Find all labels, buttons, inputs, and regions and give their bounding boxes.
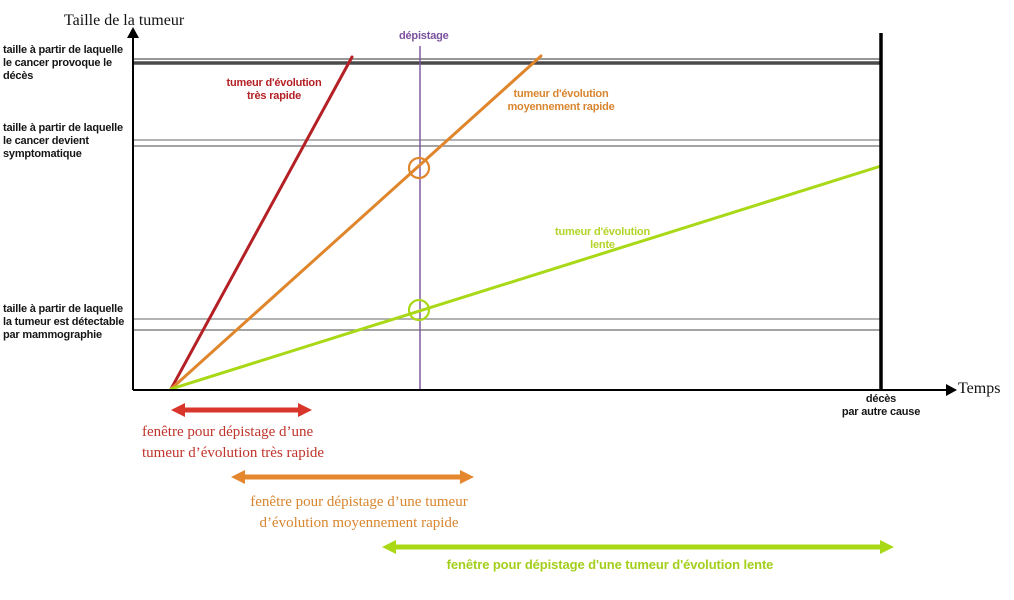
window-label-lente: fenêtre pour dépistage d'une tumeur d'év… <box>420 557 800 573</box>
window-label-line: d’évolution moyennement rapide <box>259 515 459 531</box>
threshold-label-line: par mammographie <box>3 329 102 341</box>
screening-intersection-0 <box>407 156 431 180</box>
window-arrowhead-left-0 <box>171 403 185 417</box>
threshold-label-death: taille à partir de laquelle le cancer pr… <box>3 44 135 83</box>
threshold-label-line: taille à partir de laquelle <box>3 44 123 56</box>
window-arrowhead-right-1 <box>460 470 474 484</box>
threshold-label-line: taille à partir de laquelle <box>3 122 123 134</box>
threshold-label-line: décès <box>3 70 34 82</box>
series-label-line: tumeur d'évolution <box>226 77 322 89</box>
series-label-moyennement-rapide: tumeur d'évolution moyennement rapide <box>502 88 620 114</box>
x-axis-arrowhead <box>946 384 957 396</box>
window-arrowhead-right-0 <box>298 403 312 417</box>
threshold-label-line: le cancer provoque le <box>3 57 112 69</box>
series-line-1 <box>169 54 543 391</box>
window-arrowhead-right-2 <box>880 540 894 554</box>
window-label-line: tumeur d’évolution très rapide <box>142 445 325 461</box>
window-label-line: fenêtre pour dépistage d’une tumeur <box>250 494 468 510</box>
series-label-line: lente <box>590 239 615 251</box>
series-label-lente: tumeur d'évolution lente <box>550 226 655 252</box>
death-other-cause-line: décès <box>865 393 897 405</box>
screening-label: dépistage <box>399 30 449 42</box>
window-label-moyennement-rapide: fenêtre pour dépistage d’une tumeur d’év… <box>234 492 484 534</box>
series-label-line: tumeur d'évolution <box>555 226 650 238</box>
death-other-cause-line: par autre cause <box>841 406 921 418</box>
series-line-0 <box>169 55 354 391</box>
y-axis-arrowhead <box>127 27 139 38</box>
series-label-line: moyennement rapide <box>507 101 615 113</box>
screening-intersection-1 <box>407 298 431 322</box>
threshold-label-line: symptomatique <box>3 148 82 160</box>
window-label-line: fenêtre pour dépistage d'une tumeur d'év… <box>446 557 774 572</box>
series-label-line: tumeur d'évolution <box>513 88 609 100</box>
window-arrowhead-left-1 <box>231 470 245 484</box>
threshold-label-line: taille à partir de laquelle <box>3 303 123 315</box>
window-label-tres-rapide: fenêtre pour dépistage d’une tumeur d’év… <box>142 422 372 464</box>
series-label-tres-rapide: tumeur d'évolution très rapide <box>224 77 324 103</box>
window-arrowhead-left-2 <box>382 540 396 554</box>
series-line-2 <box>169 164 883 391</box>
x-axis-title: Temps <box>958 380 1001 397</box>
series-label-line: très rapide <box>246 90 302 102</box>
threshold-label-detectable: taille à partir de laquelle la tumeur es… <box>3 303 135 342</box>
death-other-cause-label: décès par autre cause <box>834 393 928 419</box>
threshold-label-symptomatic: taille à partir de laquelle le cancer de… <box>3 122 135 161</box>
window-label-line: fenêtre pour dépistage d’une <box>142 424 314 440</box>
threshold-label-line: la tumeur est détectable <box>3 316 125 328</box>
threshold-label-line: le cancer devient <box>3 135 89 147</box>
y-axis-title: Taille de la tumeur <box>64 12 185 29</box>
